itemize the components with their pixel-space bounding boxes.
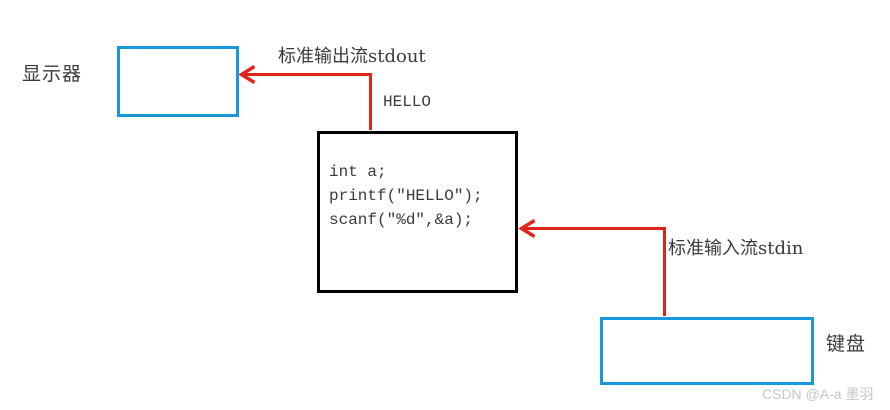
code-box: int a; printf(″HELLO″); scanf(″%d″,&a); bbox=[317, 131, 518, 293]
keyboard-label: 键盘 bbox=[826, 333, 867, 355]
stdin-arrow bbox=[518, 219, 666, 316]
code-line-scanf: scanf(″%d″,&a); bbox=[329, 211, 474, 229]
code-line-declaration: int a; bbox=[329, 163, 387, 181]
code-line-printf: printf(″HELLO″); bbox=[329, 187, 483, 205]
display-box bbox=[117, 46, 239, 117]
program-output-value: HELLO bbox=[383, 93, 432, 111]
stdin-arrowhead-icon bbox=[518, 219, 536, 238]
csdn-watermark: CSDN @A-a 墨羽 bbox=[762, 386, 874, 402]
stdin-stream-label: 标准输入流stdin bbox=[668, 238, 804, 259]
keyboard-box bbox=[600, 317, 814, 385]
stdin-arrow-line bbox=[523, 227, 666, 316]
display-label: 显示器 bbox=[22, 63, 83, 85]
stdout-stream-label: 标准输出流stdout bbox=[278, 46, 426, 67]
stdout-arrowhead-icon bbox=[238, 65, 256, 84]
stdout-arrow bbox=[238, 65, 372, 130]
stdout-arrow-line bbox=[243, 73, 372, 130]
